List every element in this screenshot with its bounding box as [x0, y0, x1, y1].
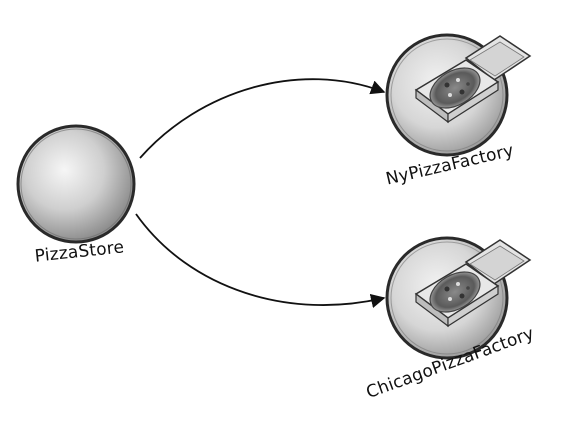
arrow-to-ny-factory — [139, 78, 386, 159]
ny-pizza-box-icon — [414, 35, 532, 124]
ny-pizza-icon — [429, 67, 481, 109]
arrow-to-chicago-factory — [135, 213, 386, 308]
pizza-store-label: PizzaStore — [34, 237, 125, 266]
chicago-pizza-icon — [429, 271, 481, 313]
ny-pizza-factory-node: NyPizzaFactory — [384, 33, 532, 190]
chicago-pizza-box-icon — [414, 239, 532, 328]
pizza-store-ball — [16, 124, 136, 244]
pizza-store-node: PizzaStore — [16, 124, 136, 267]
chicago-pizza-factory-node: ChicagoPizzaFactory — [364, 236, 537, 403]
